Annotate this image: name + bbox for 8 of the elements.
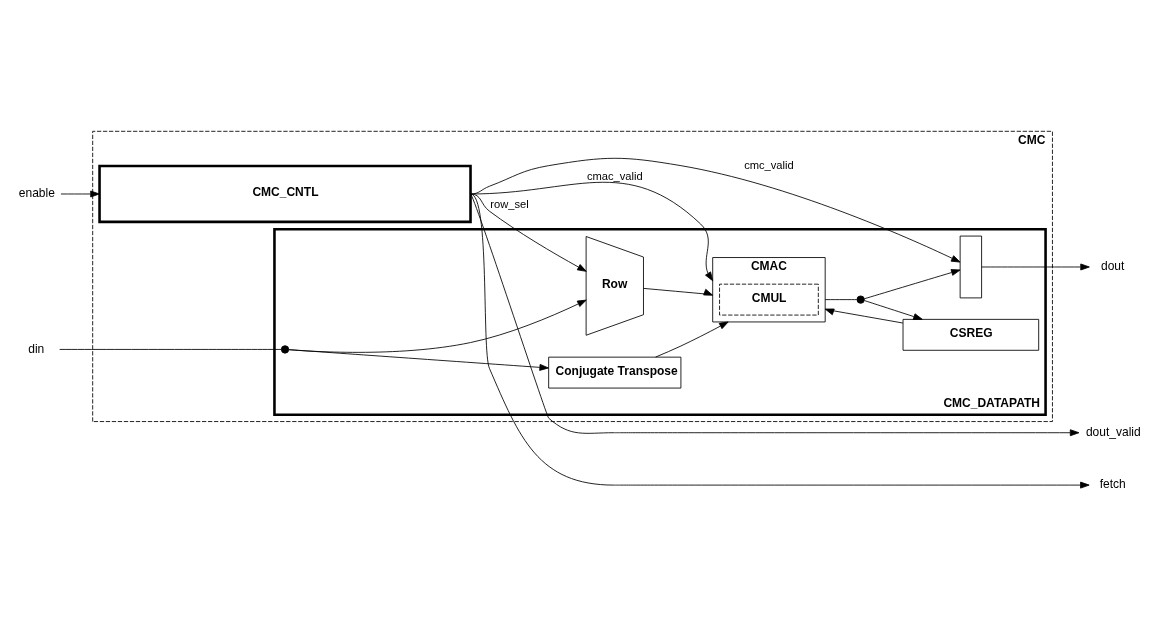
node-text: enable [18,186,55,201]
node-text: din [28,341,45,356]
node-text: dout [1100,259,1125,274]
node-text: dout_valid [1085,424,1141,439]
node-text: fetch [1099,477,1126,492]
edge-label: cmc_valid [744,159,794,172]
edge-label: cmac_valid [586,169,643,182]
edge-label: row_sel [490,198,529,211]
